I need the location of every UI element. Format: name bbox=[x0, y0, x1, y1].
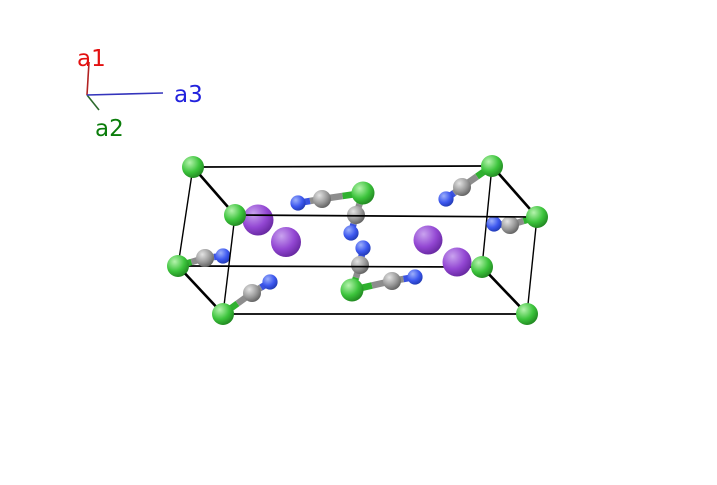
unit-cell-render bbox=[167, 155, 548, 325]
atom-blue[interactable] bbox=[290, 195, 306, 211]
axis-line-a3 bbox=[86, 92, 164, 96]
atom-blue[interactable] bbox=[262, 274, 278, 290]
atom-green[interactable] bbox=[516, 303, 538, 325]
atom-green[interactable] bbox=[340, 278, 364, 302]
cell-edge bbox=[245, 214, 527, 218]
atom-green[interactable] bbox=[167, 255, 189, 277]
axis-label-a3: a3 bbox=[174, 82, 203, 108]
atom-green[interactable] bbox=[212, 303, 234, 325]
atom-green[interactable] bbox=[471, 256, 493, 278]
atom-green[interactable] bbox=[182, 156, 204, 178]
atom-purple[interactable] bbox=[271, 227, 301, 257]
atom-green[interactable] bbox=[481, 155, 503, 177]
atom-blue[interactable] bbox=[215, 248, 231, 264]
axis-label-a1: a1 bbox=[77, 46, 106, 72]
atom-gray[interactable] bbox=[243, 284, 261, 302]
cell-edge bbox=[488, 273, 521, 308]
axis-line-a2 bbox=[86, 94, 100, 111]
atom-gray[interactable] bbox=[196, 249, 214, 267]
cell-edge bbox=[188, 265, 472, 268]
cell-edge bbox=[184, 272, 217, 308]
atom-green[interactable] bbox=[351, 181, 375, 205]
atom-blue[interactable] bbox=[407, 269, 423, 285]
axes-widget: a1 a2 a3 bbox=[77, 46, 203, 142]
atom-purple[interactable] bbox=[442, 247, 472, 277]
cell-edge bbox=[198, 174, 230, 208]
atom-gray[interactable] bbox=[313, 190, 331, 208]
atom-green[interactable] bbox=[224, 204, 246, 226]
atom-blue[interactable] bbox=[438, 191, 454, 207]
cell-edge bbox=[223, 225, 235, 304]
atom-gray[interactable] bbox=[383, 272, 401, 290]
atom-gray[interactable] bbox=[501, 216, 519, 234]
axis-line-a1 bbox=[86, 61, 90, 96]
cell-edge bbox=[527, 227, 537, 304]
atom-purple[interactable] bbox=[242, 204, 274, 236]
axis-label-a2: a2 bbox=[95, 116, 124, 142]
cell-edge bbox=[497, 173, 532, 210]
atom-blue[interactable] bbox=[343, 225, 359, 241]
atom-green[interactable] bbox=[526, 206, 548, 228]
atom-gray[interactable] bbox=[453, 178, 471, 196]
atom-blue[interactable] bbox=[486, 216, 502, 232]
cell-edge bbox=[178, 177, 193, 256]
atom-blue[interactable] bbox=[355, 240, 371, 256]
atom-purple[interactable] bbox=[413, 225, 443, 255]
cell-edge bbox=[203, 165, 482, 168]
atom-gray[interactable] bbox=[351, 256, 369, 274]
